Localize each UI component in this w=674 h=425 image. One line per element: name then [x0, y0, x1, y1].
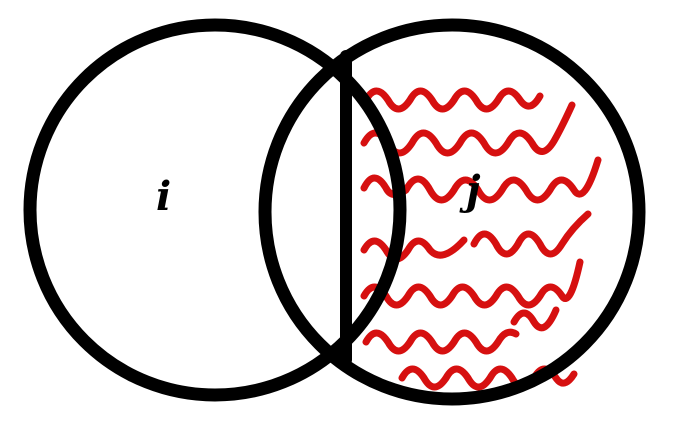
hatch-stroke: [360, 258, 584, 309]
hatch-stroke: [362, 328, 520, 355]
hatch-stroke: [362, 87, 544, 113]
set-j-circle: [258, 18, 646, 406]
set-j-label: j: [459, 167, 481, 214]
set-i-circle: [23, 18, 407, 402]
hatch-stroke: [470, 210, 592, 258]
hatch-stroke: [360, 236, 468, 263]
hatch-stroke: [360, 101, 576, 157]
set-i-label: i: [156, 173, 171, 220]
hatch-stroke: [510, 306, 560, 332]
